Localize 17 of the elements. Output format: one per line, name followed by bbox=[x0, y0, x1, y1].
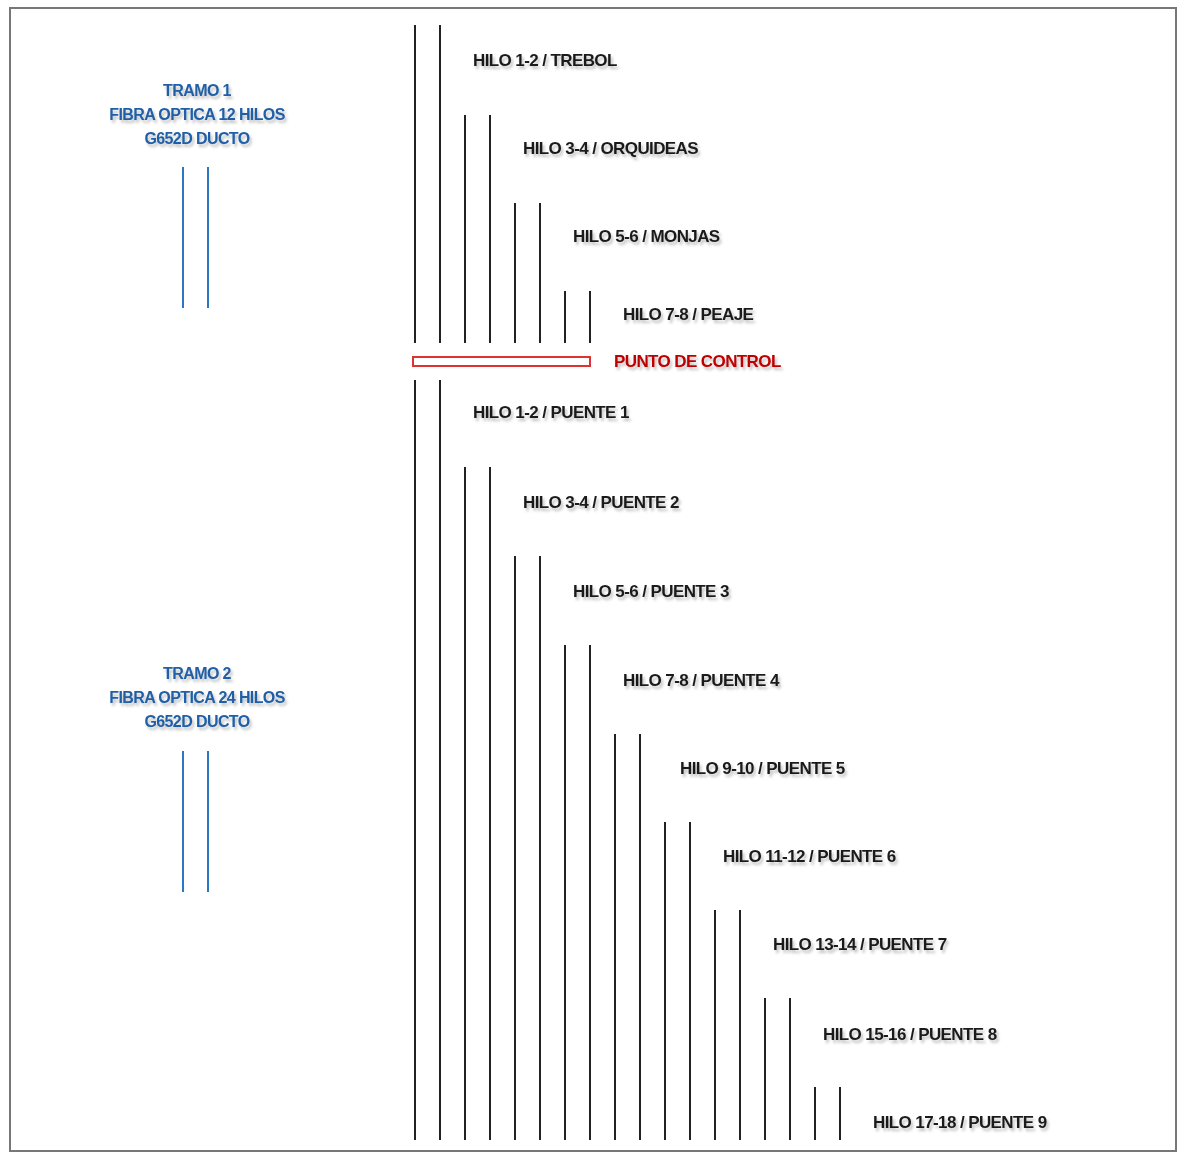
fiber-label: HILO 5-6 / MONJAS bbox=[573, 227, 720, 247]
fiber-label: HILO 9-10 / PUENTE 5 bbox=[680, 759, 845, 779]
fiber-label: HILO 7-8 / PEAJE bbox=[623, 305, 754, 325]
control-point-bar bbox=[412, 356, 591, 367]
fiber-label: HILO 5-6 / PUENTE 3 bbox=[573, 582, 729, 602]
control-point-label: PUNTO DE CONTROL bbox=[614, 352, 781, 372]
section-title: TRAMO 2 FIBRA OPTICA 24 HILOS G652D DUCTO bbox=[109, 664, 285, 732]
fiber-label: HILO 3-4 / PUENTE 2 bbox=[523, 493, 679, 513]
fiber-label: HILO 7-8 / PUENTE 4 bbox=[623, 671, 779, 691]
fiber-label: HILO 13-14 / PUENTE 7 bbox=[773, 935, 947, 955]
fiber-label: HILO 3-4 / ORQUIDEAS bbox=[523, 139, 699, 159]
fiber-label: HILO 1-2 / PUENTE 1 bbox=[473, 403, 629, 423]
fiber-label: HILO 17-18 / PUENTE 9 bbox=[873, 1113, 1047, 1133]
fiber-label: HILO 11-12 / PUENTE 6 bbox=[723, 847, 896, 867]
section-title: TRAMO 1 FIBRA OPTICA 12 HILOS G652D DUCTO bbox=[109, 81, 285, 149]
fiber-label: HILO 15-16 / PUENTE 8 bbox=[823, 1025, 997, 1045]
fiber-label: HILO 1-2 / TREBOL bbox=[473, 51, 617, 71]
